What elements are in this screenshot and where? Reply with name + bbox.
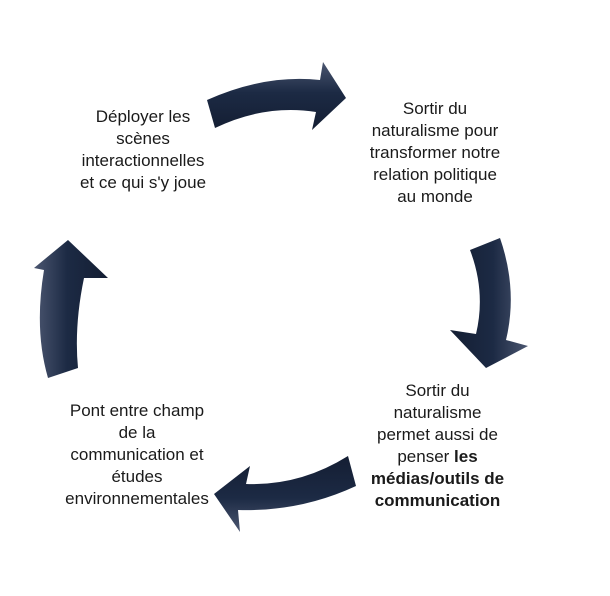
node-exit-naturalism-politics: Sortir du naturalisme pour transformer n… bbox=[369, 99, 501, 206]
node-media-bold-text: les médias/outils de communication bbox=[370, 447, 505, 510]
node-bridge-communication-environment: Pont entre champ de la communication et … bbox=[65, 401, 209, 508]
arrow-right-down bbox=[450, 238, 528, 368]
node-media-plain-text: Sortir du naturalisme permet aussi de pe… bbox=[377, 381, 498, 466]
node-exit-naturalism-media: Sortir du naturalisme permet aussi de pe… bbox=[355, 380, 520, 512]
arrow-top-right bbox=[207, 62, 346, 130]
node-deploy-interactional-scenes: Déployer les scènes interactionnelles et… bbox=[79, 107, 207, 192]
arrow-left-up bbox=[34, 240, 108, 378]
arrow-bottom-left bbox=[214, 456, 356, 532]
